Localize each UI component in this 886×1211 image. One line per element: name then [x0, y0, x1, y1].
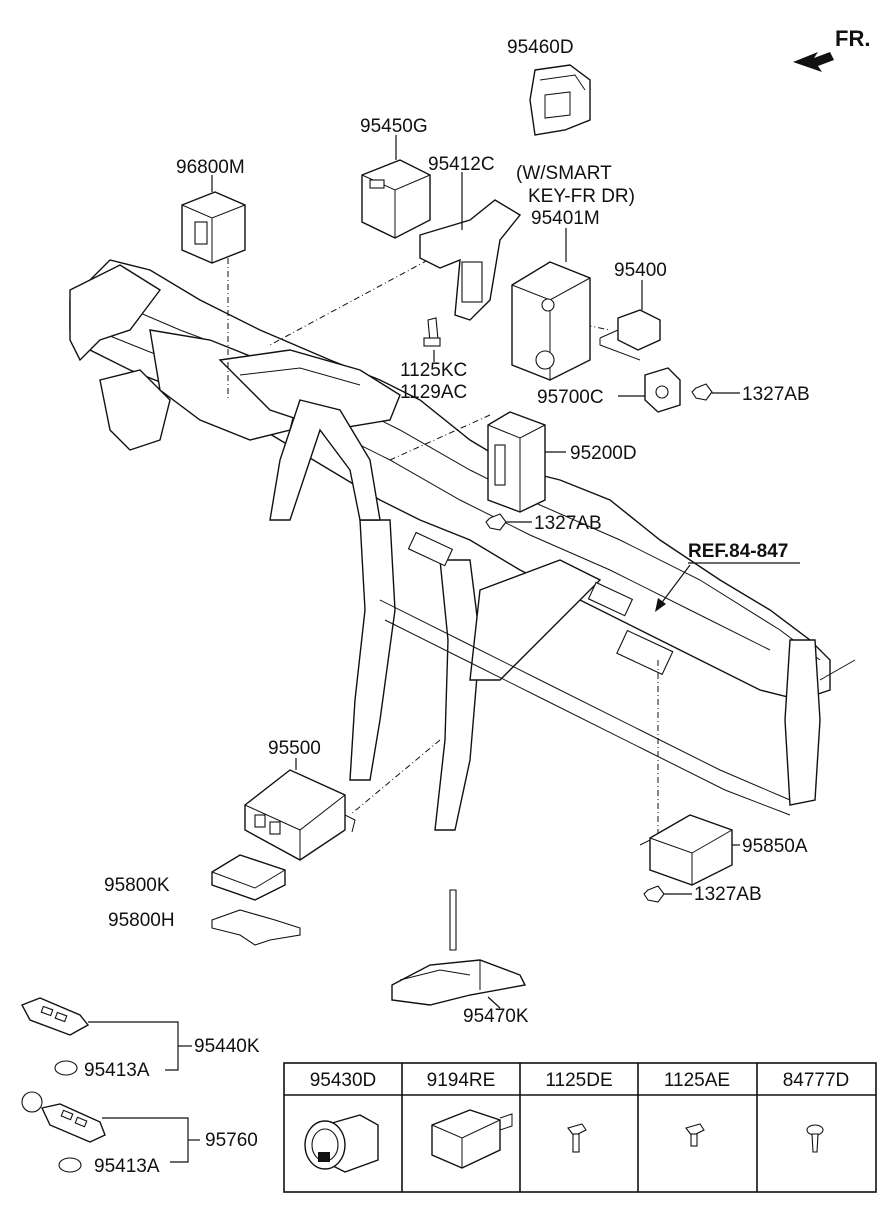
part-95800K-icon [211, 854, 286, 901]
label-95412C: 95412C [428, 154, 495, 175]
label-95440K: 95440K [194, 1036, 260, 1057]
label-95413A-lower: 95413A [94, 1156, 160, 1177]
front-direction-arrow-icon [793, 52, 834, 72]
label-95500: 95500 [268, 738, 321, 759]
cowl-cross-bar-assembly [69, 259, 856, 831]
note-smart-key-line2: KEY-FR DR) [528, 186, 635, 207]
coin-battery-95413A-upper-icon [54, 1060, 78, 1076]
direction-label: FR. [835, 26, 870, 51]
note-smart-key-line1: (W/SMART [516, 163, 612, 184]
table-header-95430D: 95430D [310, 1070, 377, 1091]
label-95700C: 95700C [537, 387, 604, 408]
part-95401M-icon [511, 261, 591, 381]
label-95450G: 95450G [360, 116, 428, 137]
label-1327AB-middle: 1327AB [534, 513, 602, 534]
label-95413A-upper: 95413A [84, 1060, 150, 1081]
smart-key-fob-95760-icon [21, 1091, 106, 1143]
label-1327AB-lower: 1327AB [694, 884, 762, 905]
nut-1327AB-upper-icon [691, 383, 713, 401]
label-1125KC: 1125KC [400, 360, 467, 381]
parts-table [283, 1062, 877, 1193]
screw-1125AE-icon [685, 1123, 705, 1147]
label-95200D: 95200D [570, 443, 637, 464]
part-95412C-icon [419, 199, 522, 321]
part-95700C-icon [644, 367, 681, 413]
label-95760: 95760 [205, 1130, 258, 1151]
part-95450G-icon [361, 159, 431, 239]
table-header-1125DE: 1125DE [545, 1070, 612, 1091]
label-95800H: 95800H [108, 910, 175, 931]
part-96800M-icon [181, 191, 246, 264]
label-95401M: 95401M [531, 208, 600, 229]
nut-1327AB-lower-icon [643, 885, 665, 903]
part-95400-icon [599, 309, 661, 361]
part-95850A-icon [639, 814, 733, 886]
reference-label: REF.84-847 [688, 541, 788, 562]
part-95500-icon [244, 769, 356, 861]
label-96800M: 96800M [176, 157, 245, 178]
label-95850A: 95850A [742, 836, 808, 857]
label-95470K: 95470K [463, 1006, 529, 1027]
part-95470K-icon [391, 889, 527, 1006]
table-header-1125AE: 1125AE [664, 1070, 730, 1091]
label-1129AC: 1129AC [400, 382, 467, 403]
bolt-1125KC-icon [423, 317, 441, 347]
label-95400: 95400 [614, 260, 667, 281]
screw-1125DE-icon [567, 1123, 587, 1153]
table-header-9194RE: 9194RE [427, 1070, 496, 1091]
coin-battery-95413A-lower-icon [58, 1157, 82, 1173]
part-95200D-icon [487, 411, 546, 513]
part-95460D-icon [529, 64, 591, 136]
antenna-9194RE-icon [431, 1109, 513, 1169]
nut-1327AB-middle-icon [485, 513, 507, 531]
label-1327AB-upper: 1327AB [742, 384, 810, 405]
label-95460D: 95460D [507, 37, 574, 58]
label-95800K: 95800K [104, 875, 170, 896]
part-95800H-icon [211, 909, 301, 946]
smart-key-fob-95440K-icon [21, 997, 90, 1036]
clip-84777D-icon [806, 1124, 824, 1153]
start-button-95430D-icon [304, 1114, 379, 1173]
table-header-84777D: 84777D [783, 1070, 850, 1091]
